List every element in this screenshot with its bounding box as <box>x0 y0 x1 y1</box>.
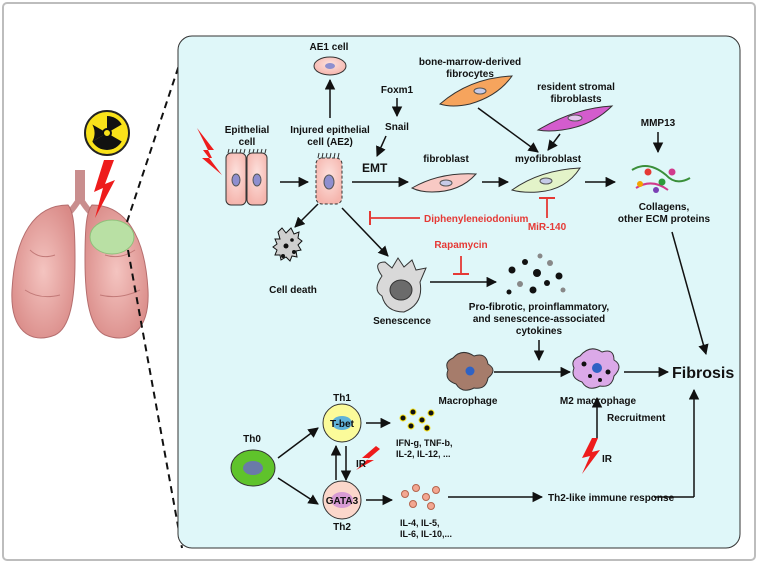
injured-cell-label-2: cell (AE2) <box>307 137 353 148</box>
mmp13-label: MMP13 <box>641 118 676 129</box>
irradiated-region <box>89 219 135 255</box>
senescent-cell-illustration <box>376 257 427 313</box>
recruitment-label: Recruitment <box>607 413 666 424</box>
m2-macrophage-illustration <box>572 348 620 389</box>
th0-cell-illustration <box>230 449 276 487</box>
arrow-th0-to-th1 <box>277 427 319 459</box>
fibroblast-nucleus <box>439 179 453 187</box>
ae1-cell-label: AE1 cell <box>310 42 349 53</box>
tbet-label: T-bet <box>330 419 355 430</box>
arrow-injured-to-death <box>294 203 319 228</box>
th1-cytokines-label-2: IL-2, IL-12, ... <box>396 449 451 459</box>
th2-cytokines-label: IL-4, IL-5, <box>400 518 440 528</box>
th2-cytokines-illustration <box>401 484 440 510</box>
arrow-resident-to-myofibroblast <box>547 133 561 151</box>
arrow-collagens-to-fibrosis <box>671 231 709 356</box>
th1-cell-illustration <box>322 403 362 443</box>
ir-label-th: IR <box>356 459 367 470</box>
zoom-line-bottom <box>127 249 183 549</box>
th1-label: Th1 <box>333 393 351 404</box>
epithelial-cell-label: Epithelial <box>225 125 270 136</box>
gata3-label: GATA3 <box>326 496 359 507</box>
dpi-label: Diphenyleneiodonium <box>424 214 529 225</box>
epithelial-cell-label-2: cell <box>239 137 256 148</box>
myofibroblast-nucleus <box>539 177 553 185</box>
cytokines-label-3: cytokines <box>516 326 563 337</box>
th2-label: Th2 <box>333 522 351 533</box>
arrow-fibrocytes-to-myofibroblast <box>477 107 539 153</box>
ecm-proteins-illustration <box>631 165 691 193</box>
dying-cell-illustration <box>272 227 303 262</box>
th1-cytokines-label: IFN-g, TNF-b, <box>396 438 452 448</box>
injured-cell-label: Injured epithelial <box>290 125 370 136</box>
mir140-label: MiR-140 <box>528 222 567 233</box>
emt-label: EMT <box>362 161 388 175</box>
arrow-injured-to-senescence <box>341 207 389 257</box>
th2-response-label: Th2-like immune response <box>548 493 675 504</box>
m2-macrophage-label: M2 macrophage <box>560 396 637 407</box>
radiation-hazard-icon <box>84 110 130 156</box>
lightning-bolt-icon <box>197 128 222 175</box>
resident-fibroblasts-label: resident stromal <box>537 82 615 93</box>
macrophage-illustration <box>446 352 494 391</box>
bm-fibrocytes-label-2: fibrocytes <box>446 69 494 80</box>
bm-fibrocytes-label: bone-marrow-derived <box>419 57 521 68</box>
fibroblast-label: fibroblast <box>423 154 469 165</box>
th1-cytokines-illustration <box>399 408 435 432</box>
arrow-th0-to-th2 <box>277 477 319 505</box>
ir-label-recruitment: IR <box>602 454 613 465</box>
injured-epithelial-cell-illustration <box>315 152 343 205</box>
macrophage-label: Macrophage <box>439 396 498 407</box>
foxm1-label: Foxm1 <box>381 85 414 96</box>
myofibroblast-label: myofibroblast <box>515 154 582 165</box>
collagens-label: Collagens, <box>639 202 690 213</box>
cell-death-label: Cell death <box>269 285 317 296</box>
lightning-bolt-icon <box>94 160 115 218</box>
cytokines-illustration <box>506 253 566 295</box>
resident-fibroblast-nucleus <box>567 114 583 122</box>
lightning-bolt-icon <box>582 438 600 474</box>
cytokines-label: Pro-fibrotic, proinflammatory, <box>469 302 610 313</box>
collagens-label-2: other ECM proteins <box>618 214 711 225</box>
fibrocyte-nucleus <box>473 87 487 95</box>
resident-fibroblasts-label-2: fibroblasts <box>550 94 602 105</box>
th2-cytokines-label-2: IL-6, IL-10,... <box>400 529 452 539</box>
snail-label: Snail <box>385 122 409 133</box>
epithelial-cells-illustration <box>225 148 268 206</box>
th0-label: Th0 <box>243 434 261 445</box>
lightning-bolt-icon <box>356 446 380 470</box>
ae1-nucleus <box>325 63 335 69</box>
cytokines-label-2: and senescence-associated <box>473 314 605 325</box>
senescence-label: Senescence <box>373 316 431 327</box>
th2-cell-illustration <box>322 480 362 520</box>
rapamycin-label: Rapamycin <box>434 240 487 251</box>
arrow-snail-to-emt <box>376 135 387 157</box>
fibrosis-label: Fibrosis <box>672 365 734 382</box>
